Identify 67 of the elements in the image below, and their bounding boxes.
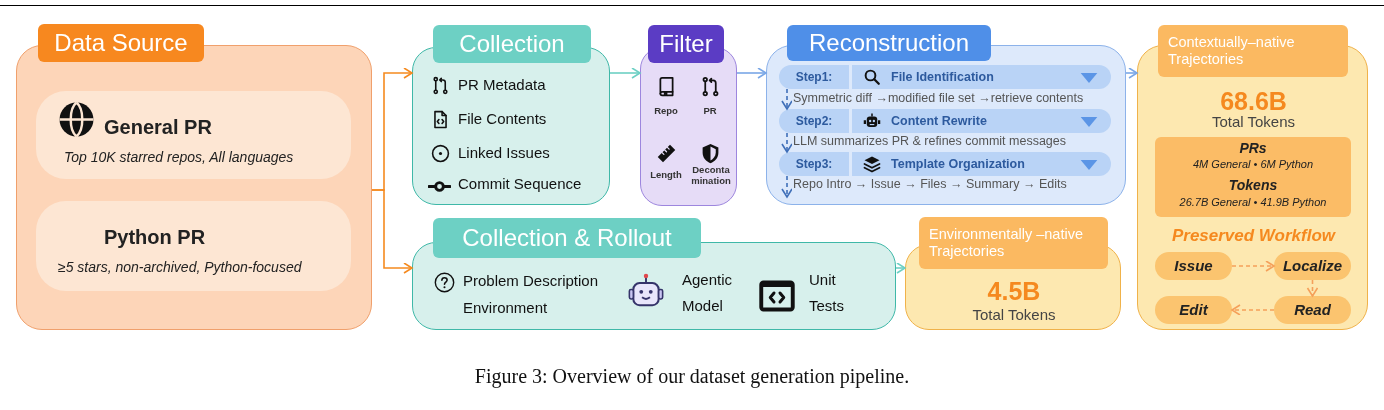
item-label: Commit Sequence (458, 175, 582, 193)
token-caption: Total Tokens (1210, 113, 1297, 131)
panel-title: Filter (648, 25, 724, 63)
step-description: Symmetric diff →modified file set →retrieve contents (793, 91, 1084, 106)
step-number: Step1: (794, 70, 834, 85)
item-label: Agentic Model (682, 270, 734, 317)
panel-title: Collection & Rollout (433, 218, 701, 258)
item-label: Problem Description (463, 272, 599, 290)
panel-title: Environmentally –native Trajectories (919, 217, 1108, 269)
panel-title: Contextually–native Trajectories (1158, 25, 1348, 77)
stat-value: 26.7B General • 41.9B Python (1178, 196, 1328, 210)
workflow-step: Edit (1155, 301, 1232, 319)
item-label: File Contents (458, 110, 547, 128)
source-card (36, 91, 351, 179)
arrow (609, 67, 641, 79)
step-description: Repo Intro → Issue → Files → Summary → Edits (793, 177, 1067, 192)
step-description: LLM summarizes PR & refines commit messages (793, 134, 1066, 149)
dashed-arrow (1231, 304, 1275, 316)
step-bar (779, 152, 1111, 176)
dashed-arrow (781, 175, 793, 198)
step-title: Template Organization (891, 156, 1025, 172)
card-title: Python PR (104, 225, 206, 249)
item-label: Environment (463, 299, 548, 317)
workflow-pill (1155, 252, 1232, 280)
stat-heading: Tokens (1227, 177, 1279, 194)
panel-title: Reconstruction (787, 25, 991, 61)
token-count: 4.5B (986, 276, 1042, 306)
item-label: PR Metadata (458, 76, 546, 94)
step-title: Content Rewrite (891, 113, 987, 129)
workflow-step: Read (1274, 301, 1351, 319)
arrow (736, 67, 767, 79)
dashed-arrow (781, 132, 793, 153)
filter-label: Length (649, 169, 683, 181)
filter-label: PR (702, 105, 718, 117)
filter-label: Deconta mination (690, 164, 732, 187)
workflow-pill (1274, 296, 1351, 324)
arrow (1125, 67, 1138, 79)
card-description: Top 10K starred repos, All languages (64, 149, 294, 166)
panel-title: Collection (433, 25, 591, 63)
filter-label: Repo (653, 105, 679, 117)
item-label: Linked Issues (458, 144, 550, 162)
stats-box (1155, 137, 1351, 217)
workflow-pill (1155, 296, 1232, 324)
dashed-arrow (1306, 279, 1319, 297)
arrow (371, 189, 413, 274)
token-caption: Total Tokens (971, 306, 1057, 324)
card-description: ≥5 stars, non-archived, Python-focused (58, 259, 302, 276)
dashed-arrow (781, 88, 793, 110)
step-bar (779, 65, 1111, 89)
section-heading: Preserved Workflow (1170, 226, 1337, 247)
card-title: General PR (104, 115, 212, 139)
token-count: 68.6B (1219, 86, 1288, 116)
workflow-step: Issue (1155, 257, 1232, 275)
workflow-step: Localize (1274, 257, 1351, 275)
source-card (36, 201, 351, 291)
panel-title: Data Source (38, 24, 204, 62)
stat-value: 4M General • 6M Python (1192, 158, 1314, 172)
step-number: Step2: (794, 114, 834, 129)
arrow (895, 262, 906, 274)
step-title: File Identification (891, 69, 994, 85)
step-bar (779, 109, 1111, 133)
figure-caption: Figure 3: Overview of our dataset generation pipeline. (473, 365, 911, 388)
item-label: Unit Tests (809, 270, 845, 317)
stat-heading: PRs (1238, 140, 1268, 157)
workflow-pill (1274, 252, 1351, 280)
step-number: Step3: (794, 157, 834, 172)
dashed-arrow (1231, 260, 1275, 272)
